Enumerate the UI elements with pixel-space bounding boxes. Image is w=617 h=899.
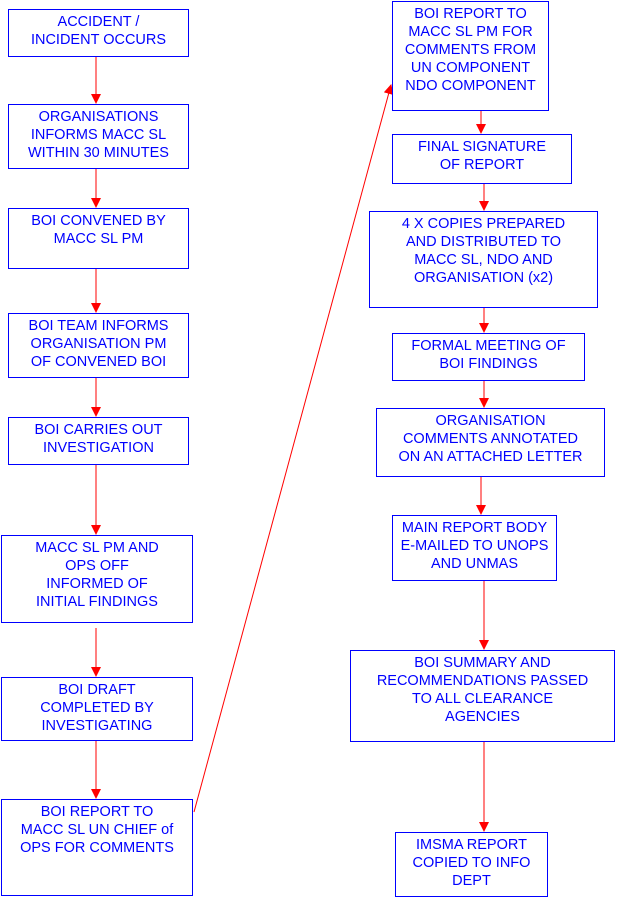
step-main-report-emailed: MAIN REPORT BODY E-MAILED TO UNOPS AND U… <box>392 515 557 581</box>
step-accident-occurs: ACCIDENT / INCIDENT OCCURS <box>8 9 189 57</box>
step-boi-draft: BOI DRAFT COMPLETED BY INVESTIGATING <box>1 677 193 741</box>
step-summary-recommendations: BOI SUMMARY AND RECOMMENDATIONS PASSED T… <box>350 650 615 742</box>
arrow-diagonal <box>193 84 394 813</box>
step-inform-macc: ORGANISATIONS INFORMS MACC SL WITHIN 30 … <box>8 104 189 169</box>
step-investigation: BOI CARRIES OUT INVESTIGATION <box>8 417 189 465</box>
step-initial-findings: MACC SL PM AND OPS OFF INFORMED OF INITI… <box>1 535 193 623</box>
step-copies-distributed: 4 X COPIES PREPARED AND DISTRIBUTED TO M… <box>369 211 598 308</box>
step-boi-convened: BOI CONVENED BY MACC SL PM <box>8 208 189 269</box>
step-report-macc-pm: BOI REPORT TO MACC SL PM FOR COMMENTS FR… <box>392 1 549 111</box>
step-formal-meeting: FORMAL MEETING OF BOI FINDINGS <box>392 333 585 381</box>
step-imsma-report: IMSMA REPORT COPIED TO INFO DEPT <box>395 832 548 897</box>
step-final-signature: FINAL SIGNATURE OF REPORT <box>392 134 572 184</box>
step-organisation-comments: ORGANISATION COMMENTS ANNOTATED ON AN AT… <box>376 408 605 477</box>
step-report-un-chief: BOI REPORT TO MACC SL UN CHIEF of OPS FO… <box>1 799 193 896</box>
step-boi-team-informs: BOI TEAM INFORMS ORGANISATION PM OF CONV… <box>8 313 189 378</box>
